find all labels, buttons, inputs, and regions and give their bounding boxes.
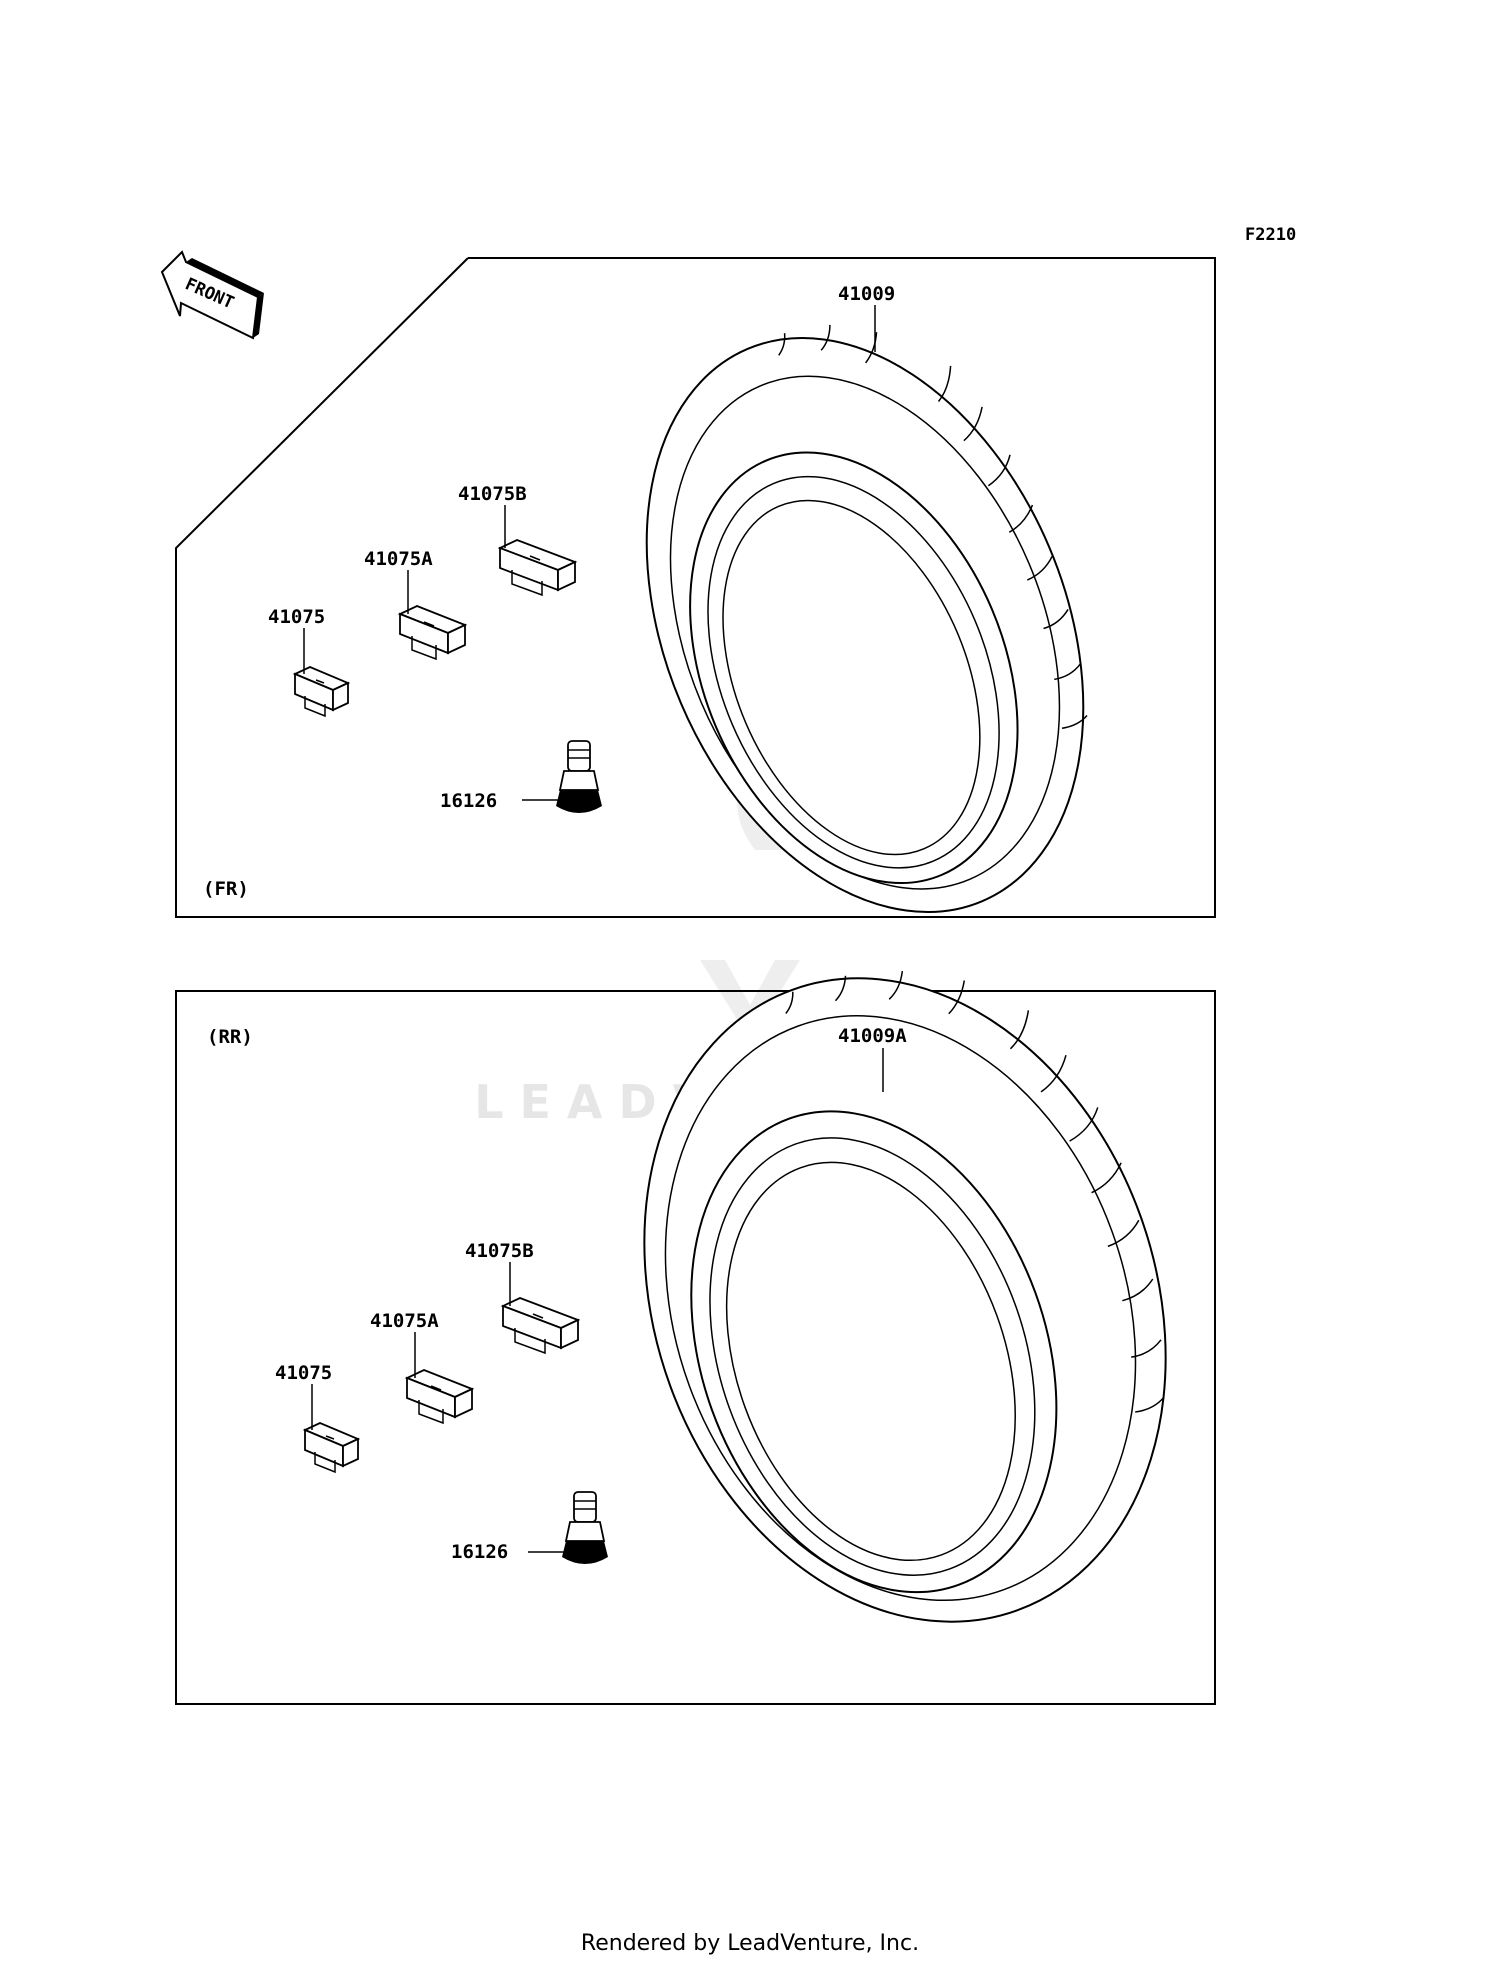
front-tire[interactable]: [564, 270, 1168, 979]
rear-section-label: (RR): [207, 1026, 253, 1048]
front-tire-part-number: 41009: [838, 283, 895, 305]
figure-code: F2210: [1245, 225, 1296, 245]
rear-valve-stem[interactable]: [562, 1491, 608, 1564]
front-balance-weight-a[interactable]: [397, 605, 468, 661]
rear-weight-b-part-number: 41075B: [465, 1240, 534, 1262]
rear-balance-weight-b[interactable]: [500, 1297, 581, 1355]
rear-weight-a-part-number: 41075A: [370, 1310, 439, 1332]
front-balance-weight-b[interactable]: [497, 539, 578, 597]
rear-panel-frame: [175, 990, 1216, 1705]
front-weight-part-number: 41075: [268, 606, 325, 628]
front-section-label: (FR): [203, 878, 249, 900]
front-valve-stem[interactable]: [556, 740, 602, 813]
front-weight-a-part-number: 41075A: [364, 548, 433, 570]
rear-valve-part-number: 16126: [451, 1541, 508, 1563]
v-logo-icon: [700, 960, 800, 1040]
footer-credit: Rendered by LeadVenture, Inc.: [581, 1931, 919, 1956]
rear-panel: (RR) 41009A: [175, 904, 1253, 1705]
rear-tire-part-number: 41009A: [838, 1025, 907, 1047]
rear-balance-weight-a[interactable]: [404, 1369, 475, 1425]
front-panel: (FR) 41009: [175, 257, 1216, 979]
front-weight-b-part-number: 41075B: [458, 483, 527, 505]
front-balance-weight[interactable]: [292, 666, 351, 718]
front-panel-frame: [175, 257, 1216, 918]
front-valve-part-number: 16126: [440, 790, 497, 812]
rear-balance-weight[interactable]: [302, 1422, 361, 1474]
front-arrow-icon: FRONT: [160, 250, 264, 340]
rear-tire[interactable]: [557, 904, 1253, 1695]
rear-weight-part-number: 41075: [275, 1362, 332, 1384]
